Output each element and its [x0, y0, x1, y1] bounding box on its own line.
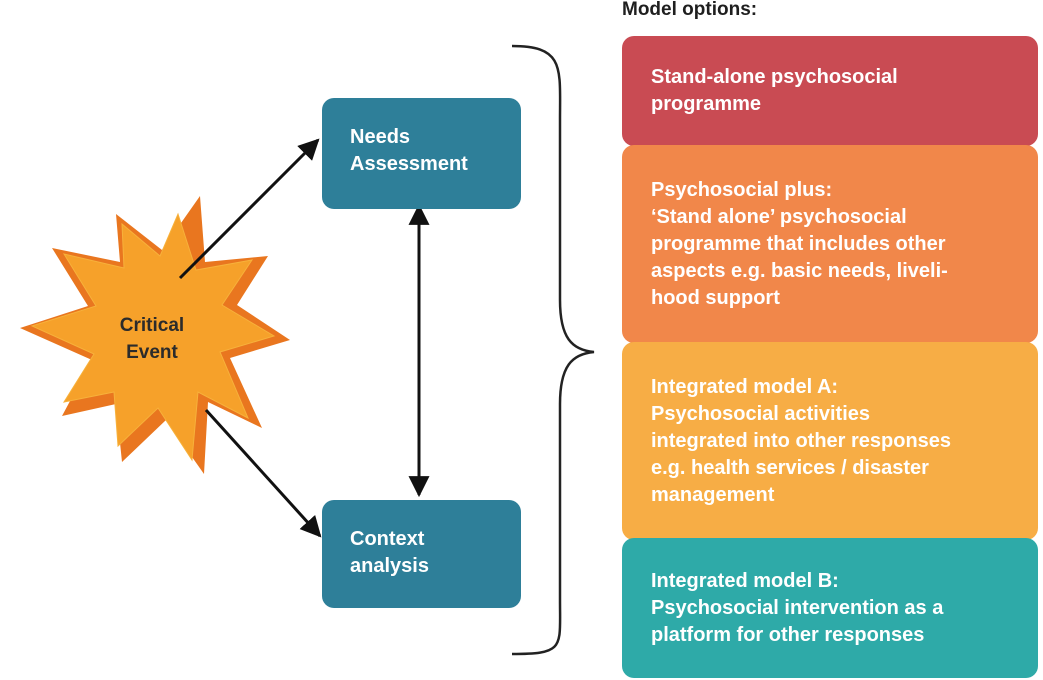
critical-event-line1: Critical — [119, 315, 185, 336]
option-line: integrated into other responses — [651, 429, 952, 452]
critical-event-star — [30, 212, 276, 462]
option-psychosocial-plus: Psychosocial plus: ‘Stand alone’ psychos… — [622, 145, 1038, 343]
arrow-to-needs-assessment — [178, 138, 320, 280]
option-line: Integrated model B: — [651, 569, 839, 592]
arrow-to-context-analysis — [204, 408, 322, 538]
option-stand-alone: Stand-alone psychosocial programme — [622, 36, 1038, 146]
option-line: platform for other responses — [651, 623, 925, 646]
option-line: Stand-alone psychosocial — [651, 66, 898, 88]
option-line: e.g. health services / disaster — [651, 456, 929, 479]
critical-event-line2: Event — [126, 342, 178, 363]
option-line: management — [651, 483, 775, 506]
option-line: hood support — [651, 286, 780, 309]
option-line: Psychosocial activities — [651, 402, 871, 425]
needs-assessment-box: Needs Assessment — [322, 98, 521, 209]
option-line: programme — [651, 93, 762, 115]
critical-event-label: Critical Event — [96, 312, 208, 366]
needs-assessment-line1: Needs — [350, 126, 411, 148]
context-analysis-line2: analysis — [350, 555, 429, 577]
option-line: Integrated model A: — [651, 375, 839, 398]
context-analysis-box: Context analysis — [322, 500, 521, 608]
option-line: programme that includes other — [651, 232, 946, 255]
context-analysis-line1: Context — [350, 528, 425, 550]
option-integrated-model-b: Integrated model B: Psychosocial interve… — [622, 538, 1038, 678]
model-options-header: Model options: — [622, 0, 758, 20]
option-line: Psychosocial intervention as a — [651, 596, 944, 619]
option-line: aspects e.g. basic needs, liveli- — [651, 259, 948, 282]
option-line: ‘Stand alone’ psychosocial — [651, 205, 907, 228]
option-integrated-model-a: Integrated model A: Psychosocial activit… — [622, 342, 1038, 540]
option-line: Psychosocial plus: — [651, 178, 833, 201]
needs-assessment-line2: Assessment — [350, 153, 468, 175]
curly-brace — [511, 44, 595, 656]
